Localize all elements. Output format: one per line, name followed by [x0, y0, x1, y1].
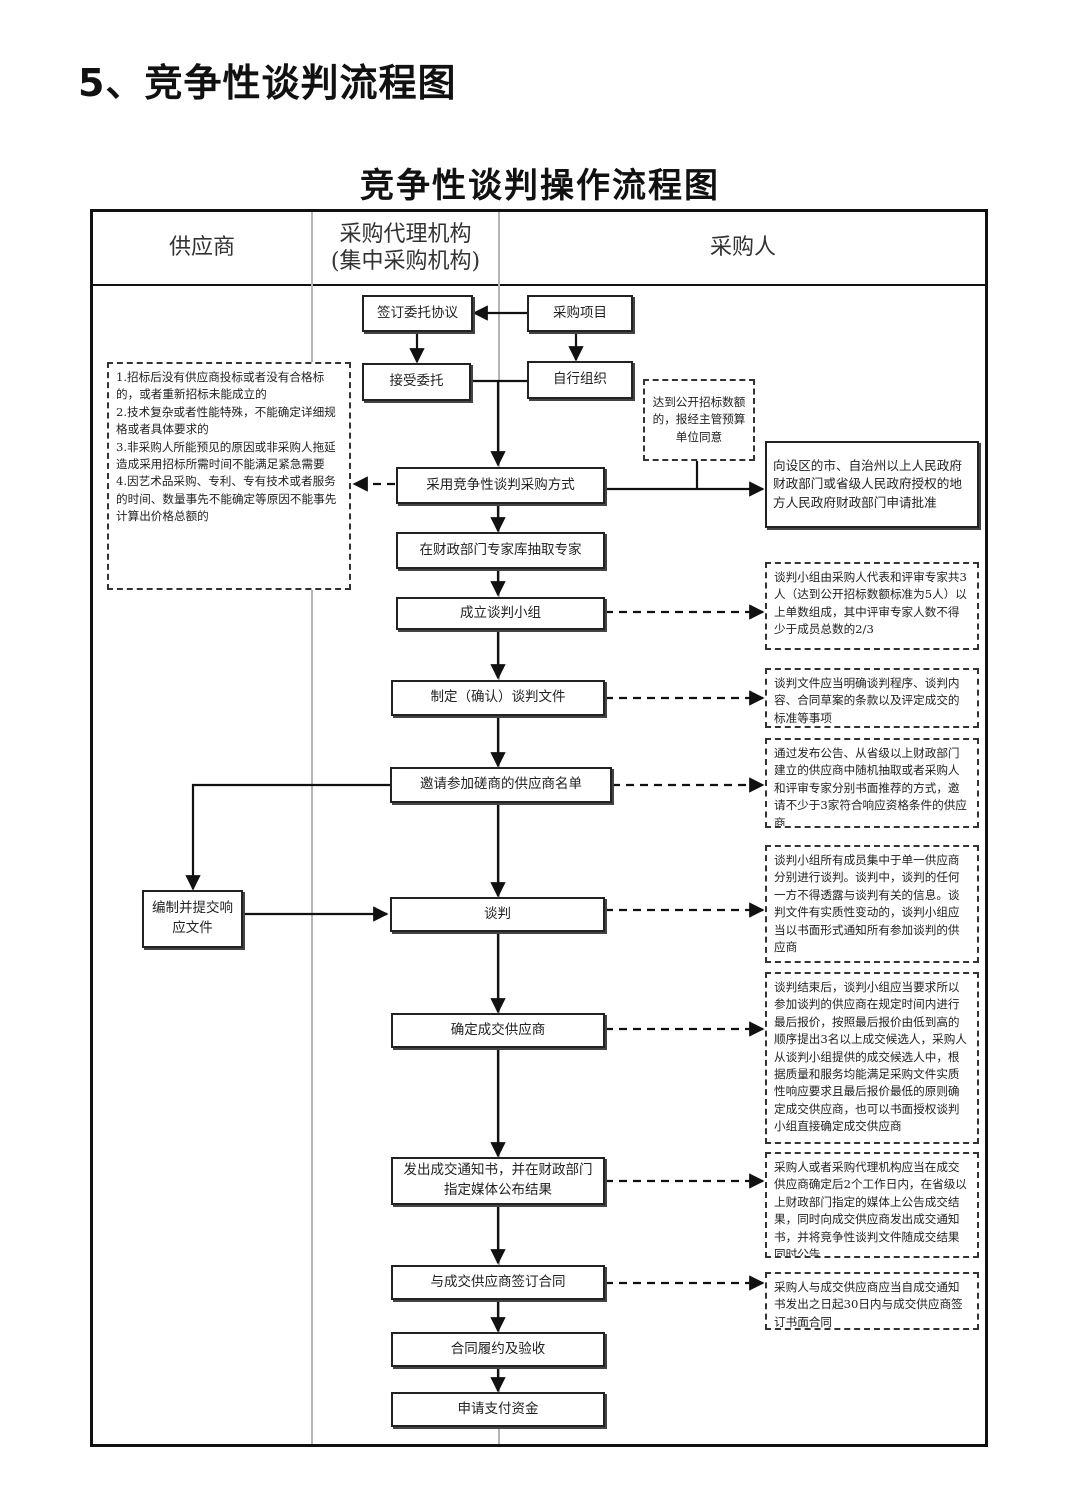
- note-condition-2: 2.技术复杂或者性能特殊，不能确定详细规格或者具体要求的: [116, 404, 336, 437]
- node-self-organize: 自行组织: [527, 361, 633, 399]
- flowchart-frame: [90, 209, 988, 1447]
- note-condition-3: 3.非采购人所能预见的原因或非采购人拖延造成采用招标所需时间不能满足紧急需要: [116, 439, 336, 471]
- node-draw-experts: 在财政部门专家库抽取专家: [396, 532, 605, 569]
- node-determine-supplier: 确定成交供应商: [391, 1013, 605, 1048]
- note-conditions: 1.招标后没有供应商投标或者没有合格标的，或者重新招标未能成立的 2.技术复杂或…: [107, 362, 351, 590]
- note-notice-rules: 采购人或者采购代理机构应当在成交供应商确定后2个工作日内，在省级以上财政部门指定…: [765, 1152, 979, 1258]
- node-perform-contract: 合同履约及验收: [391, 1332, 605, 1367]
- note-condition-1: 1.招标后没有供应商投标或者没有合格标的，或者重新招标未能成立的: [116, 370, 325, 402]
- node-adopt-method: 采用竞争性谈判采购方式: [396, 467, 605, 504]
- arrow-invite-to-response: [185, 783, 390, 891]
- node-apply-payment: 申请支付资金: [391, 1392, 605, 1427]
- lane-header-agency: 采购代理机构 (集中采购机构): [313, 212, 498, 284]
- node-invite-suppliers: 邀请参加磋商的供应商名单: [390, 767, 612, 803]
- node-apply-approval: 向设区的市、自治州以上人民政府财政部门或省级人民政府授权的地方人民政府财政部门申…: [765, 441, 979, 528]
- note-final-quote: 谈判结束后，谈判小组应当要求所以参加谈判的供应商在规定时间内进行最后报价，按照最…: [765, 972, 979, 1144]
- page-title: 5、竞争性谈判流程图: [78, 61, 457, 105]
- node-form-group: 成立谈判小组: [396, 597, 605, 630]
- lane-header-agency-line2: (集中采购机构): [330, 249, 481, 274]
- flowchart-title: 竞争性谈判操作流程图: [360, 166, 720, 206]
- note-condition-4: 4.因艺术品采购、专利、专有技术或者服务的时间、数量事先不能确定等原因不能事先计…: [116, 474, 337, 524]
- note-approval-threshold: 达到公开招标数额的，报经主管预算单位同意: [643, 379, 755, 461]
- note-contract-rules: 采购人与成交供应商应当自成交通知书发出之日起30日内与成交供应商签订书面合同: [765, 1272, 979, 1330]
- node-sign-agreement: 签订委托协议: [362, 295, 473, 332]
- note-invite-method: 通过发布公告、从省级以上财政部门建立的供应商中随机抽取或者采购人和评审专家分别书…: [765, 738, 979, 828]
- lane-header-supplier: 供应商: [168, 235, 235, 261]
- note-negotiation-rules: 谈判小组所有成员集中于单一供应商分别进行谈判。谈判中，谈判的任何一方不得透露与谈…: [765, 845, 979, 963]
- lane-divider-left: [311, 212, 313, 1444]
- node-purchase-project: 采购项目: [527, 295, 633, 332]
- node-issue-notice: 发出成交通知书，并在财政部门指定媒体公布结果: [391, 1157, 605, 1205]
- node-accept-entrustment: 接受委托: [362, 363, 471, 401]
- lane-header-agency-line1: 采购代理机构: [339, 221, 472, 247]
- lane-header-divider: [90, 284, 988, 286]
- node-negotiate: 谈判: [390, 897, 605, 932]
- note-group-composition: 谈判小组由采购人代表和评审专家共3人（达到公开招标数额标准为5人）以上单数组成，…: [765, 562, 979, 650]
- node-prepare-response: 编制并提交响应文件: [142, 890, 243, 948]
- node-sign-contract: 与成交供应商签订合同: [391, 1265, 605, 1300]
- lane-header-purchaser: 采购人: [709, 235, 776, 261]
- note-doc-content: 谈判文件应当明确谈判程序、谈判内容、合同草案的条款以及评定成交的标准等事项: [765, 668, 979, 728]
- node-prepare-docs: 制定（确认）谈判文件: [391, 680, 605, 716]
